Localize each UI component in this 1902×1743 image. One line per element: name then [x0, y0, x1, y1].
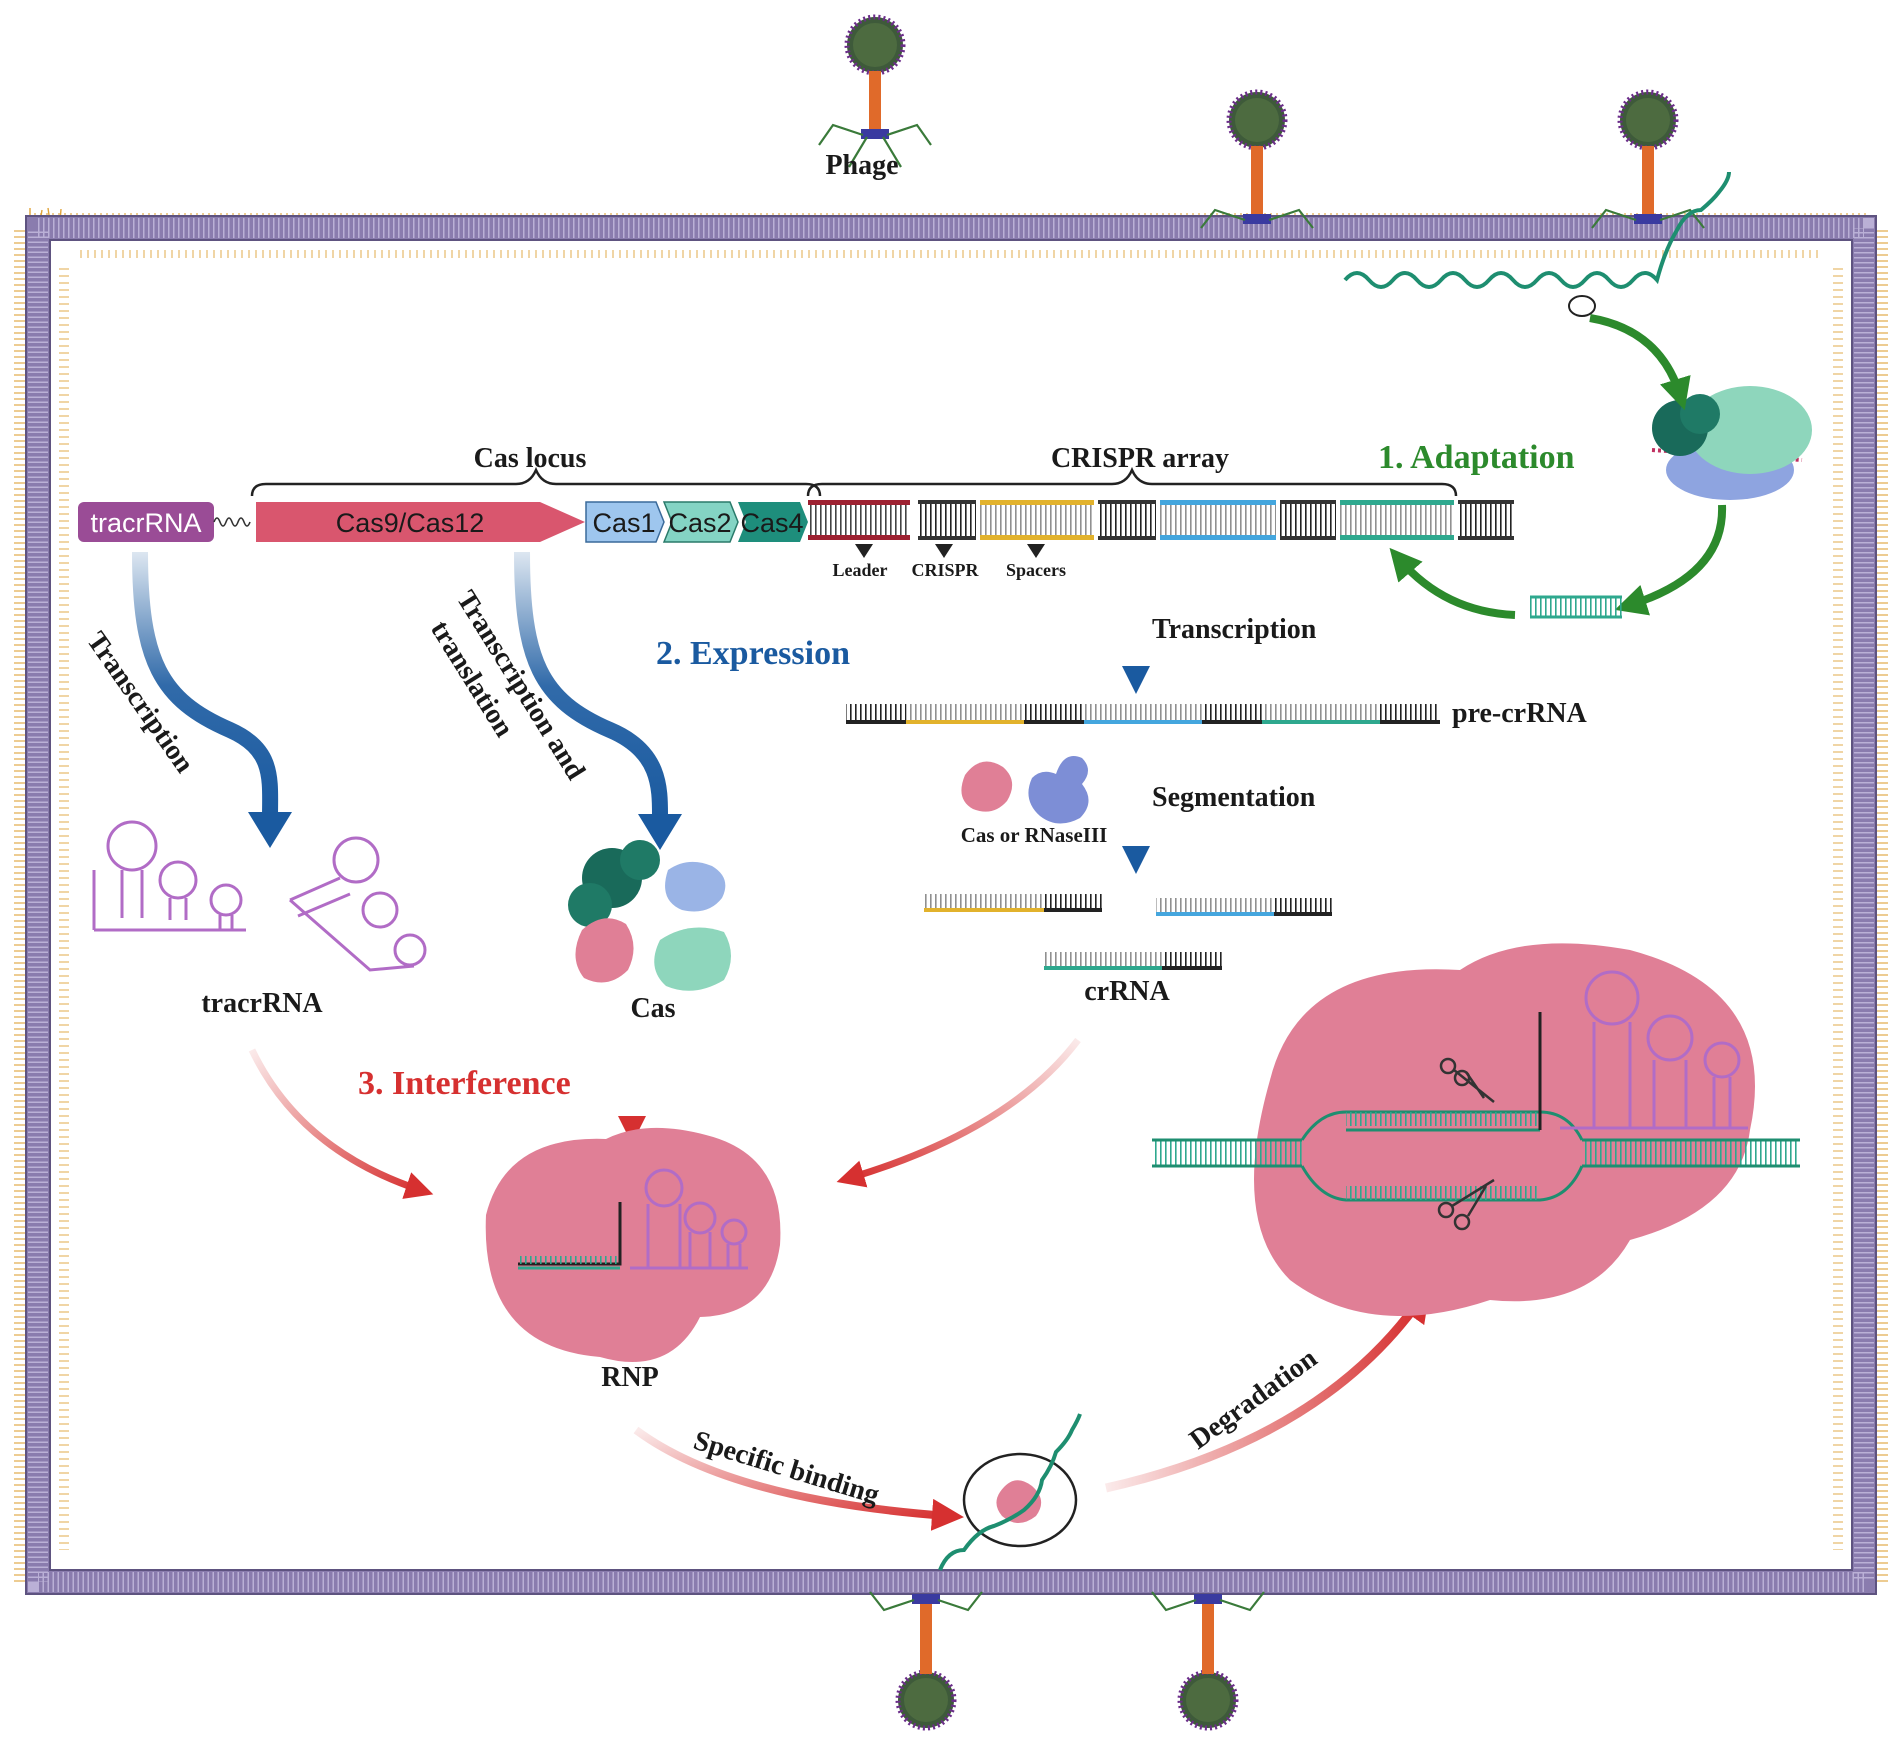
cas4-gene-label: Cas4 — [740, 508, 803, 538]
leader-label: Leader — [833, 560, 888, 580]
tracrrna-transcription-arrowhead — [248, 812, 292, 848]
spacers-pointer — [1027, 544, 1045, 558]
cas1-gene — [585, 501, 665, 543]
phage-bottom-left — [869, 1591, 983, 1731]
cell-membrane — [14, 207, 1888, 1595]
tracrrna-gene — [78, 502, 214, 542]
cas2-gene-label: Cas2 — [668, 508, 731, 538]
crrna-to-rnp-arrow — [836, 1037, 1081, 1188]
specific-binding-label: Specific binding — [690, 1425, 883, 1511]
specific-binding-arrow — [633, 1426, 964, 1531]
target-dna — [1152, 1012, 1800, 1202]
membrane-inner-edge — [49, 239, 1853, 1571]
tracrrna-label: tracrRNA — [201, 988, 323, 1019]
cas-transcription-translation-arrow — [514, 551, 669, 821]
cas4-gene — [738, 502, 808, 542]
pre-crrna-label: pre-crRNA — [1452, 698, 1588, 729]
cas1-gene-label: Cas1 — [592, 508, 655, 538]
tracrrna-transcription-arrow — [132, 551, 279, 819]
rnp-complex — [485, 1127, 781, 1362]
tracrrna-gene-label: tracrRNA — [90, 508, 201, 538]
crrna-label: crRNA — [1084, 976, 1170, 1007]
cas-or-rnaseiii-label: Cas or RNaseIII — [961, 823, 1108, 847]
degradation-arrow — [1105, 1285, 1431, 1493]
linker-wave — [213, 517, 251, 527]
crrna-fragments — [924, 894, 1332, 970]
cas-proteins — [568, 840, 731, 991]
cas-label: Cas — [630, 993, 675, 1024]
adaptation-complex — [1651, 386, 1812, 500]
cleavage-complex — [1152, 943, 1800, 1316]
protospacer-circle — [1568, 295, 1596, 317]
cas9-cas12-gene-label: Cas9/Cas12 — [336, 508, 485, 538]
pre-crrna — [846, 704, 1440, 724]
crispr-array — [808, 500, 1514, 540]
interference-label: 3. Interference — [358, 1065, 571, 1102]
tracrrna-structures — [92, 820, 427, 972]
membrane-outer — [26, 216, 1876, 1594]
cas-transcription-translation-arrowhead — [638, 814, 682, 850]
phage-top-right — [1591, 89, 1705, 229]
crispr-pointer — [935, 544, 953, 558]
spacers-label: Spacers — [1006, 560, 1066, 580]
phage-bottom-right — [1151, 1591, 1265, 1731]
membrane-outer-edge — [25, 215, 1877, 1595]
segmentation-label: Segmentation — [1152, 782, 1316, 813]
cas9-cas12-gene — [256, 502, 585, 542]
phage-top-left — [818, 14, 932, 168]
adaptation-label: 1. Adaptation — [1378, 439, 1575, 476]
adaptation-arrow-down — [1589, 314, 1691, 411]
scissors-icon — [1439, 1057, 1495, 1103]
binding-event — [938, 1413, 1082, 1571]
cas-locus-label: Cas locus — [474, 443, 587, 474]
rnp-label: RNP — [601, 1362, 659, 1393]
phage-dna-strand — [1343, 171, 1731, 289]
segmentation-enzymes — [961, 756, 1089, 824]
adaptation-arrow-to-array — [1389, 547, 1516, 619]
crispr-repeat-label: CRISPR — [911, 560, 979, 580]
scissors-icon-lower — [1437, 1178, 1495, 1231]
crispr-array-label: CRISPR array — [1051, 443, 1229, 474]
cas2-gene — [662, 501, 739, 543]
leader-pointer — [855, 544, 873, 558]
transcription-right-label: Transcription — [1152, 614, 1317, 645]
phage-top-middle — [1200, 89, 1314, 229]
crispr-array-brace — [806, 466, 1458, 497]
tracrrna-to-rnp-arrow — [248, 1048, 434, 1199]
phage-label: Phage — [825, 150, 898, 181]
expression-label: 2. Expression — [656, 635, 850, 672]
new-spacer — [1530, 595, 1622, 619]
cas-locus-brace — [250, 466, 822, 497]
adaptation-arrow-to-spacer — [1614, 504, 1727, 616]
